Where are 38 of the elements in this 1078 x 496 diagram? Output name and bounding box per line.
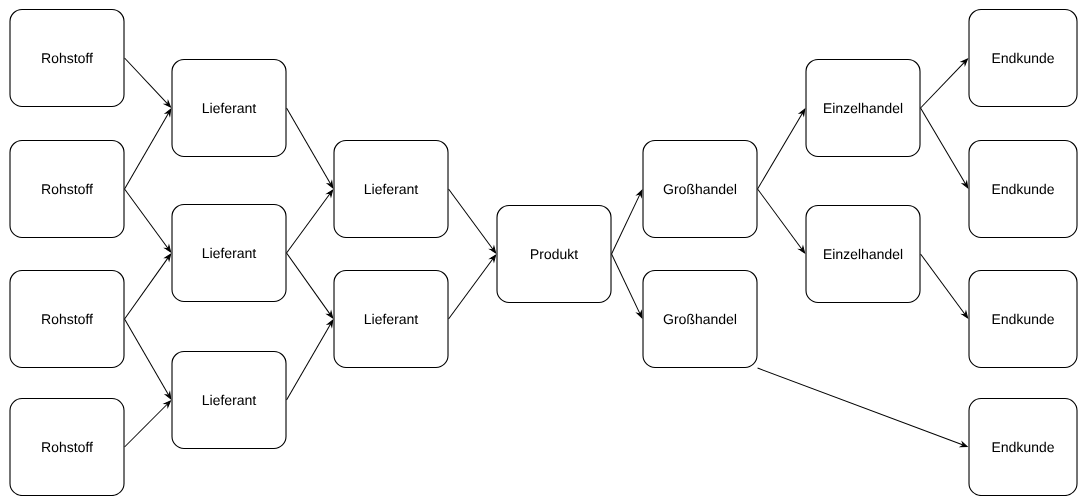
process-box: Lieferant xyxy=(333,139,449,239)
process-box: Rohstoff xyxy=(9,8,125,108)
process-box: Endkunde xyxy=(968,397,1078,496)
process-box: Einzelhandel xyxy=(805,58,921,158)
process-box: Einzelhandel xyxy=(805,204,921,304)
process-box: Lieferant xyxy=(171,350,287,450)
process-box: Lieferant xyxy=(171,203,287,303)
process-box: Lieferant xyxy=(333,269,449,369)
arrow xyxy=(124,188,172,253)
process-box: Großhandel xyxy=(642,269,758,369)
arrow xyxy=(920,253,969,319)
arrow xyxy=(124,108,172,190)
process-box: Rohstoff xyxy=(9,139,125,239)
process-box: Rohstoff xyxy=(9,269,125,369)
arrow xyxy=(611,253,643,319)
arrow xyxy=(286,107,334,189)
arrow xyxy=(124,253,172,320)
arrow xyxy=(124,400,171,448)
arrow xyxy=(920,107,969,189)
arrow xyxy=(124,57,171,108)
process-box: Rohstoff xyxy=(9,397,125,496)
process-box: Produkt xyxy=(496,204,612,304)
arrow xyxy=(757,367,968,448)
process-box: Endkunde xyxy=(968,139,1078,239)
arrow xyxy=(286,252,334,319)
arrow xyxy=(920,58,968,109)
process-box: Großhandel xyxy=(642,139,758,239)
arrow xyxy=(757,108,806,190)
arrow xyxy=(124,318,172,400)
arrow xyxy=(448,254,497,320)
process-box: Lieferant xyxy=(171,58,287,158)
arrow xyxy=(448,188,497,254)
arrow xyxy=(286,319,334,401)
process-box: Endkunde xyxy=(968,8,1078,108)
arrow xyxy=(611,189,643,255)
process-box: Endkunde xyxy=(968,269,1078,369)
arrow xyxy=(757,188,806,254)
arrow xyxy=(286,189,334,254)
